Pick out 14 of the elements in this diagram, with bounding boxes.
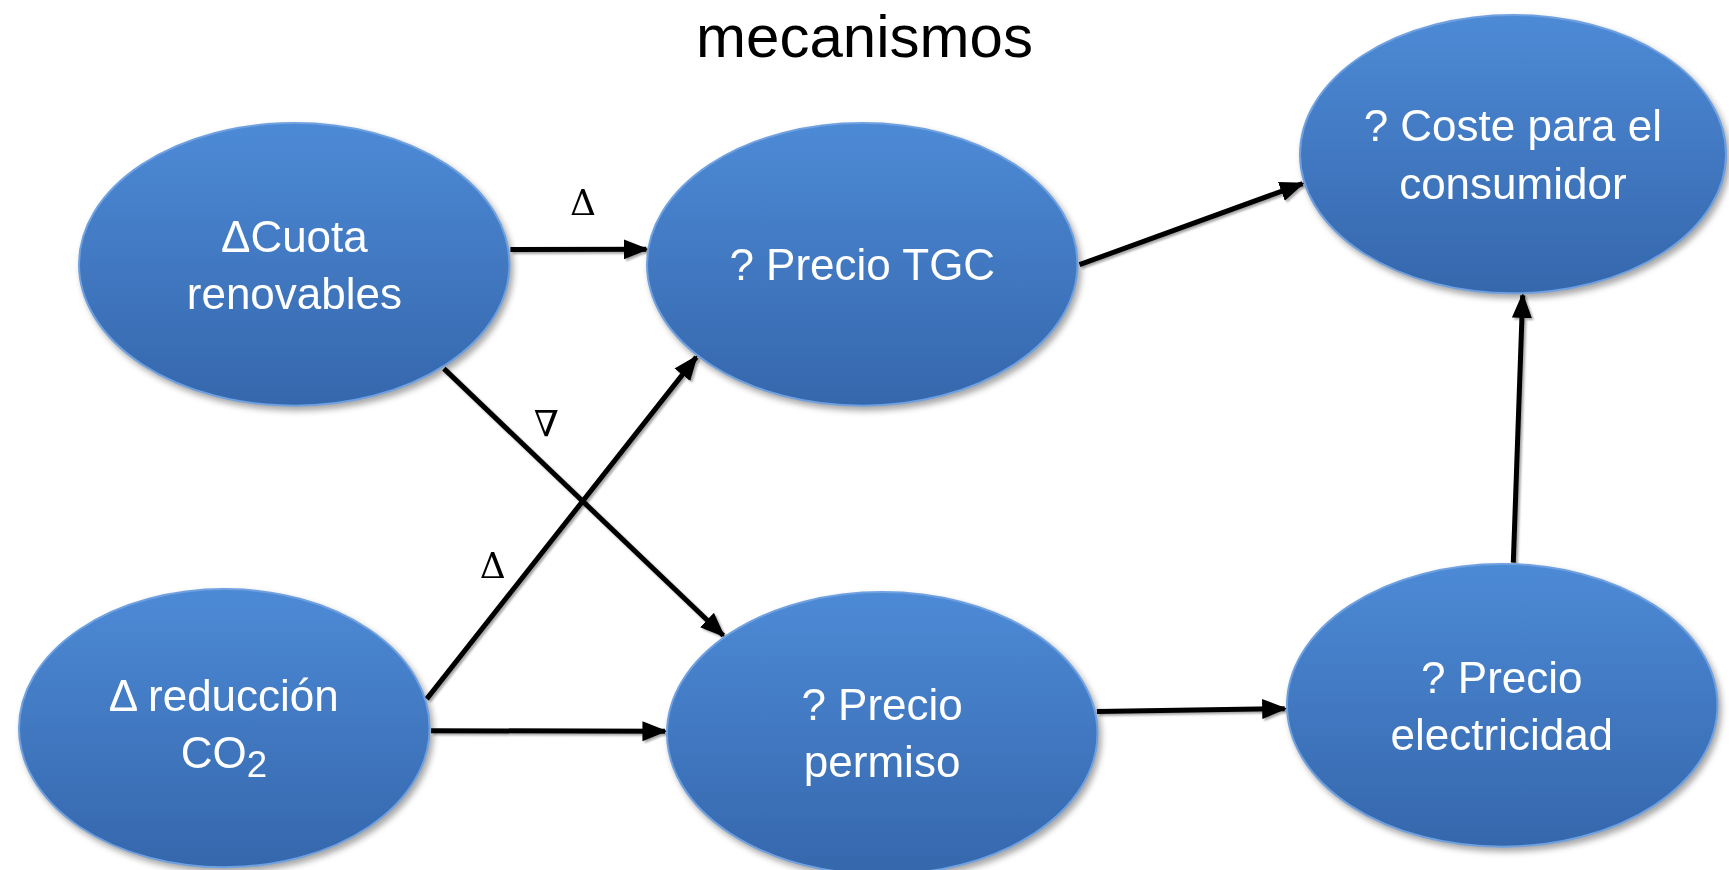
arrow — [1096, 699, 1288, 720]
node-label: Δ reducción CO$_{2}$ — [107, 669, 340, 788]
title: mecanismos — [695, 2, 1034, 71]
node-label: ? Precio permiso — [800, 679, 964, 789]
node-label: ? Precio TGC — [728, 239, 997, 292]
node-label: ? Coste para el consumidor — [1362, 100, 1664, 210]
node-label: ? Precio electricidad — [1389, 651, 1615, 761]
node-label: ΔCuota renovables — [185, 210, 404, 320]
arrow — [442, 366, 726, 638]
arrow — [431, 721, 668, 742]
arrow — [1510, 292, 1532, 563]
arrow — [1078, 181, 1305, 267]
arrow — [510, 239, 649, 260]
arrow — [424, 355, 699, 701]
